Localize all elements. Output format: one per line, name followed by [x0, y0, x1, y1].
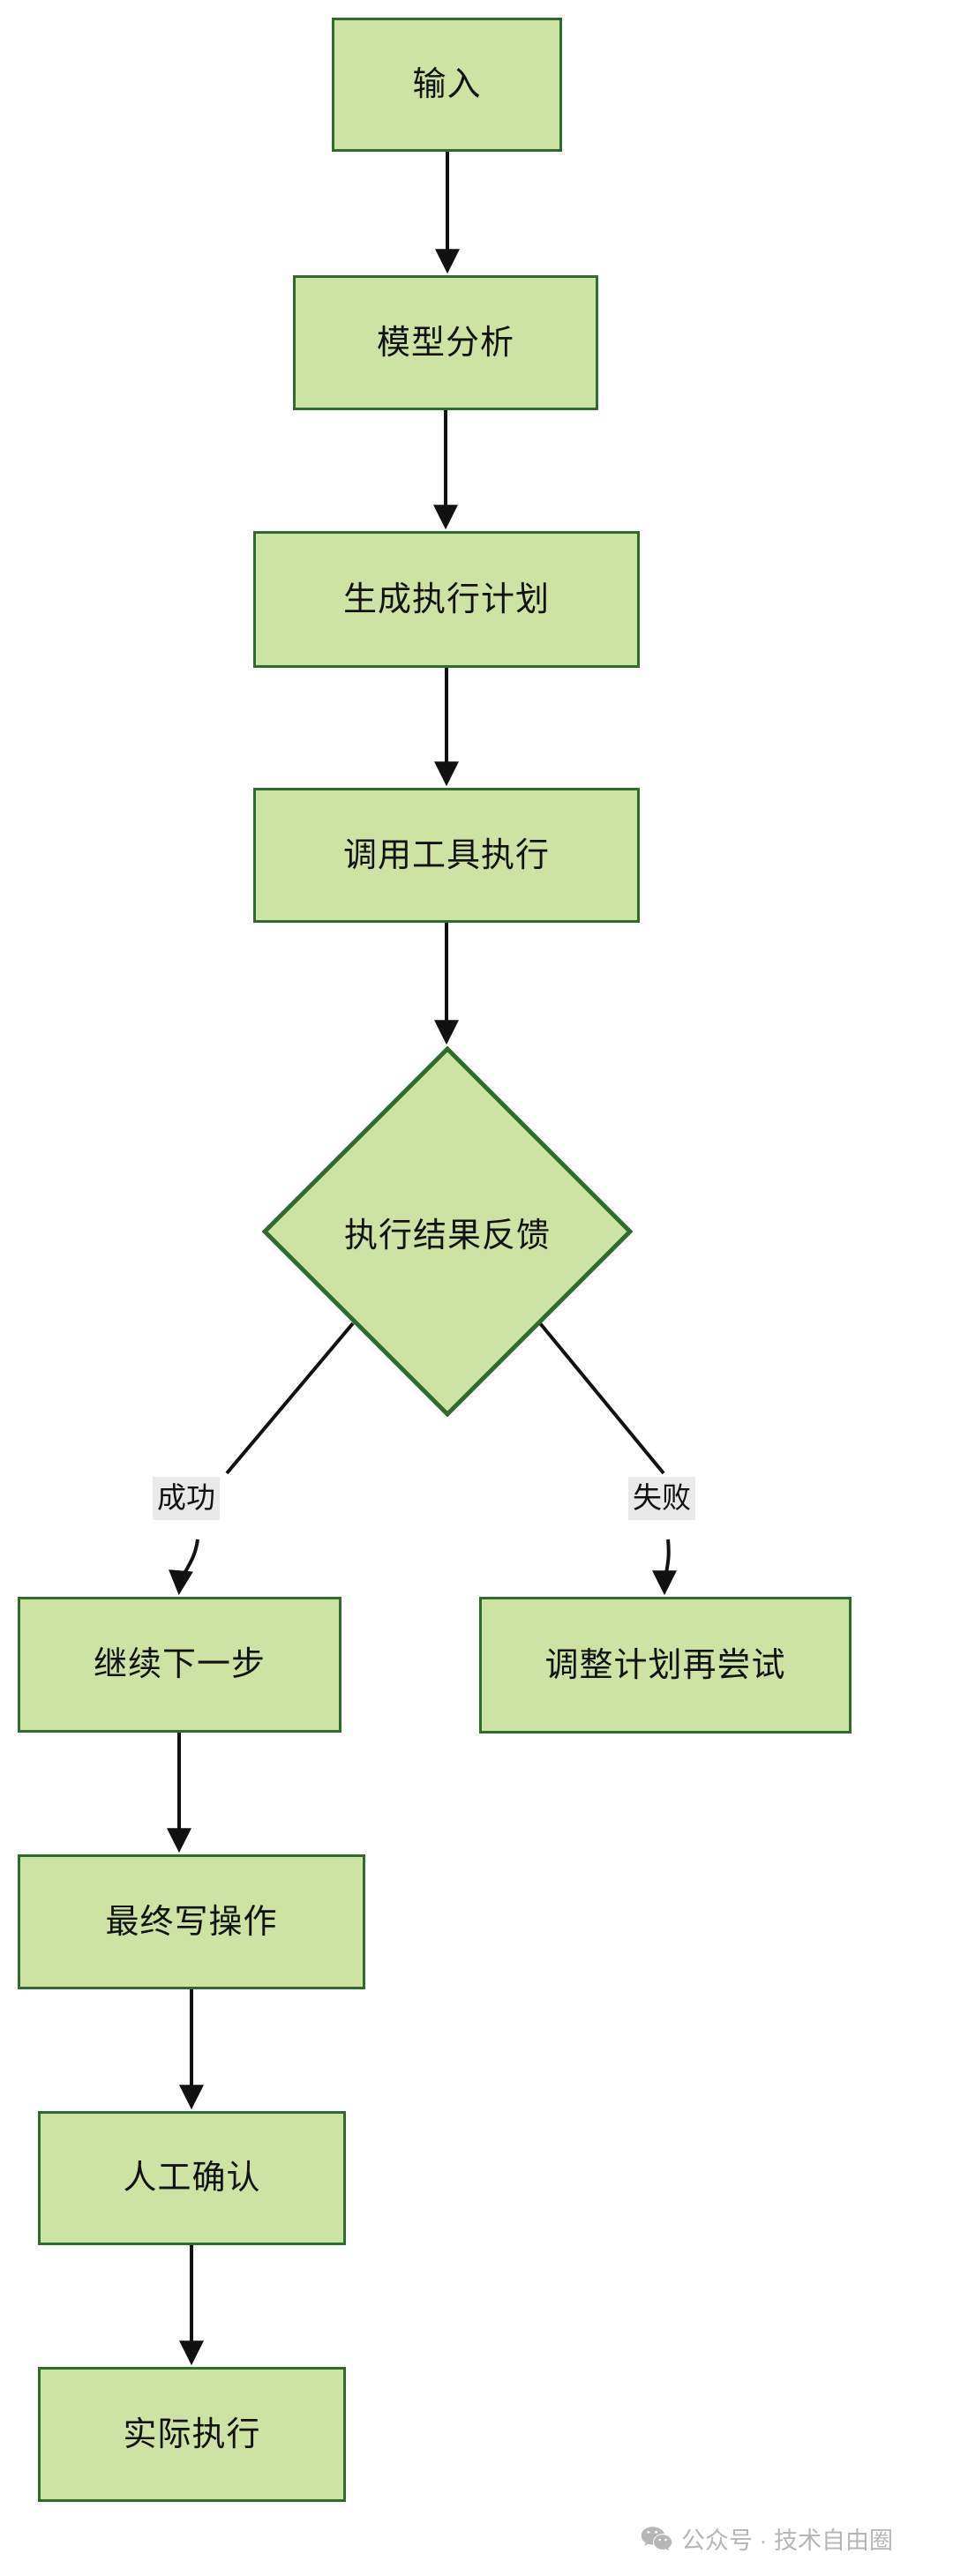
edge-label-failure-text: 失败: [633, 1481, 691, 1514]
node-input-label: 输入: [412, 66, 482, 103]
watermark: 公众号 · 技术自由圈: [641, 2521, 893, 2556]
node-final-write-operation[interactable]: 最终写操作: [18, 1854, 365, 1989]
edge-n5-n7-tail: [652, 1539, 678, 1596]
node-continue-next-step[interactable]: 继续下一步: [18, 1597, 341, 1733]
node-generate-plan-label: 生成执行计划: [342, 580, 550, 618]
node-continue-next-step-label: 继续下一步: [93, 1646, 266, 1683]
node-model-analysis-label: 模型分析: [376, 324, 514, 362]
node-adjust-plan-retry[interactable]: 调整计划再尝试: [479, 1597, 852, 1734]
edge-label-success: 成功: [153, 1477, 220, 1520]
node-result-feedback-label: 执行结果反馈: [343, 1217, 551, 1254]
edge-n5-n6: [225, 1322, 355, 1475]
node-adjust-plan-retry-label: 调整计划再尝试: [544, 1646, 786, 1684]
node-actual-execution-label: 实际执行: [123, 2415, 261, 2453]
edge-label-success-text: 成功: [157, 1481, 215, 1514]
edge-n5-n7: [538, 1322, 665, 1475]
node-final-write-operation-label: 最终写操作: [105, 1903, 278, 1941]
edge-label-failure: 失败: [628, 1477, 695, 1520]
node-generate-plan[interactable]: 生成执行计划: [253, 531, 640, 668]
node-model-analysis[interactable]: 模型分析: [293, 275, 598, 410]
node-invoke-tool-label: 调用工具执行: [342, 836, 550, 874]
wechat-icon: [641, 2526, 672, 2552]
edge-n5-n6-tail: [169, 1539, 199, 1596]
node-human-confirmation[interactable]: 人工确认: [38, 2111, 346, 2245]
node-human-confirmation-label: 人工确认: [123, 2160, 261, 2197]
node-invoke-tool[interactable]: 调用工具执行: [253, 788, 640, 923]
diamond-shape: [262, 1046, 633, 1417]
node-input[interactable]: 输入: [332, 18, 562, 152]
watermark-text: 公众号 · 技术自由圈: [681, 2527, 893, 2554]
node-actual-execution[interactable]: 实际执行: [38, 2367, 346, 2502]
node-result-feedback[interactable]: 执行结果反馈: [262, 1046, 633, 1417]
